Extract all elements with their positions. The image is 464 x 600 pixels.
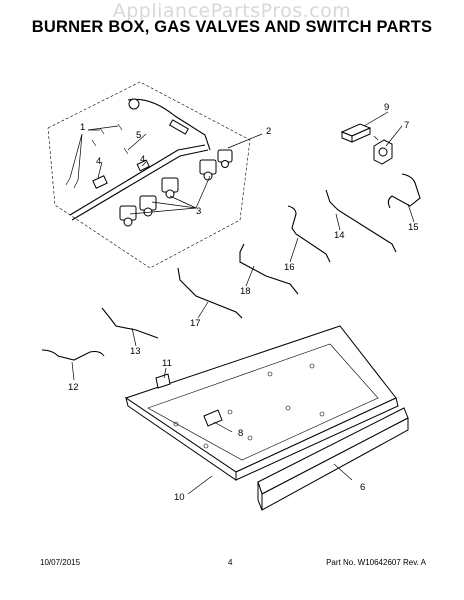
bracket-part [203,409,223,427]
watermark: AppliancePartsPros.com [112,0,352,22]
burner-box-pan [124,325,399,481]
gas-valve [139,195,157,217]
callout-5: 5 [136,130,141,141]
footer-page-number: 4 [228,558,233,567]
callout-18: 18 [240,286,251,297]
callout-2: 2 [266,126,271,137]
ignition-switch-part [373,135,393,165]
manifold-assembly [47,81,251,269]
callout-14: 14 [334,230,345,241]
footer-part-number: Part No. W10642607 Rev. A [326,558,426,567]
callout-13: 13 [130,346,141,357]
callout-12: 12 [68,382,79,393]
callout-11: 11 [162,358,172,369]
front-trim [257,407,409,511]
gas-valve [161,177,179,199]
callout-4-right: 4 [140,154,145,165]
callout-1: 1 [80,122,85,133]
callout-17: 17 [190,318,201,329]
gas-tube-16 [287,205,331,263]
switch-part [340,123,372,143]
gas-tube-17 [177,267,243,319]
gas-valve [217,149,233,168]
callout-8: 8 [238,428,243,439]
callout-3: 3 [196,206,201,217]
footer-date: 10/07/2015 [40,558,81,567]
gas-tube-13 [101,307,159,339]
callout-6: 6 [360,482,365,493]
callout-9: 9 [384,102,389,113]
callout-4-left: 4 [96,156,101,167]
bracket-part [155,373,171,389]
gas-valve [199,159,217,181]
leader-lines [69,111,415,495]
gas-tube-12 [41,349,105,361]
page-title: BURNER BOX, GAS VALVES AND SWITCH PARTS [31,18,433,36]
gas-valve [119,205,137,227]
callout-15: 15 [408,222,419,233]
callout-10: 10 [174,492,185,503]
gas-tube-15 [387,173,421,209]
callout-7: 7 [404,120,409,131]
callout-16: 16 [284,262,295,273]
gas-tube-14 [325,189,397,253]
